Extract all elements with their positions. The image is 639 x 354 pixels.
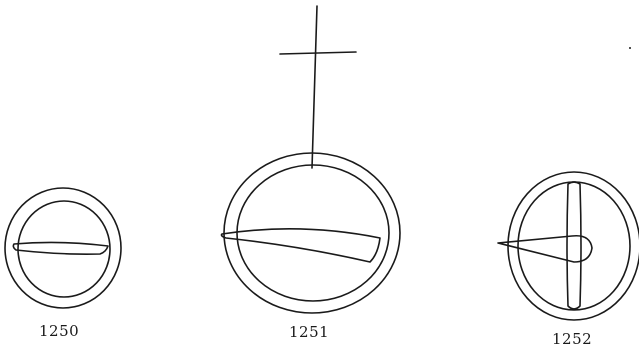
ink-speck <box>629 47 631 49</box>
inner-ring-1252 <box>518 182 630 310</box>
symbol-1252 <box>498 172 639 320</box>
pointer-1252 <box>498 236 592 262</box>
outer-ring-1250 <box>5 188 121 308</box>
outer-ring-1251 <box>224 153 400 313</box>
symbol-1250 <box>5 188 121 308</box>
inner-ring-1250 <box>18 201 110 297</box>
horizontal-bar-1250 <box>13 242 108 254</box>
cross-stem-1251 <box>312 6 317 168</box>
inner-ring-1251 <box>237 165 389 301</box>
horizontal-bar-1251 <box>222 229 381 262</box>
symbol-1251 <box>222 6 401 313</box>
figure-label-1251: 1251 <box>289 323 329 341</box>
figure-label-1250: 1250 <box>39 322 79 340</box>
cross-beam-1251 <box>280 52 356 54</box>
figure-label-1252: 1252 <box>552 330 592 348</box>
vertical-bar-1252 <box>567 182 581 309</box>
outer-ring-1252 <box>508 172 639 320</box>
